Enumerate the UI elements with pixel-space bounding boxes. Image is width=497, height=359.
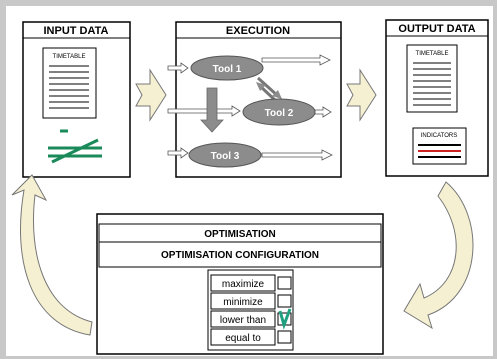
- option-label: equal to: [225, 333, 261, 344]
- option-checkbox[interactable]: [277, 294, 292, 308]
- tool-input-arrows: [167, 62, 241, 159]
- input-data-box: INPUT DATA TIMETABLE: [22, 21, 131, 178]
- output-timetable-document: TIMETABLE: [406, 44, 458, 113]
- indicators-label: INDICATORS: [421, 133, 457, 139]
- tool-3: Tool 3: [188, 142, 262, 168]
- option-label: maximize: [222, 279, 265, 290]
- execution-box: EXECUTION Tool 1 Tool 2: [167, 21, 342, 178]
- arrow-execution-to-output: [346, 68, 377, 122]
- curved-arrow-optimisation-to-input: [11, 174, 93, 336]
- option-row-equal-to: equal to: [210, 328, 292, 346]
- optimisation-config-title: OPTIMISATION CONFIGURATION: [161, 250, 319, 261]
- tool-1-label: Tool 1: [213, 64, 242, 75]
- frame-top: [0, 0, 497, 6]
- optimisation-options: maximize minimize lower than equal to: [210, 274, 292, 346]
- curved-arrow-output-to-optimisation: [403, 181, 474, 330]
- down-arrow-icon: [200, 87, 224, 133]
- output-data-box: OUTPUT DATA TIMETABLE INDICATORS: [385, 19, 489, 177]
- tool-output-arrows: [261, 54, 333, 161]
- tool-3-label: Tool 3: [211, 151, 240, 162]
- optimisation-title: OPTIMISATION: [204, 229, 275, 240]
- option-checkbox[interactable]: [277, 276, 292, 290]
- output-data-title: OUTPUT DATA: [398, 23, 475, 35]
- execution-title: EXECUTION: [226, 25, 290, 37]
- arrow-input-to-execution: [135, 68, 167, 122]
- input-timetable-document: TIMETABLE: [42, 47, 97, 119]
- checkmark-icon: [278, 308, 292, 330]
- option-checkbox[interactable]: [277, 330, 292, 344]
- tool-exchange-arrows: [256, 76, 282, 103]
- input-timetable-label: TIMETABLE: [53, 54, 86, 60]
- option-row-maximize: maximize: [210, 274, 292, 292]
- rail-tracks-icon: [48, 129, 102, 164]
- option-row-minimize: minimize: [210, 292, 292, 310]
- tool-2-label: Tool 2: [265, 108, 294, 119]
- option-label: minimize: [223, 297, 263, 308]
- option-row-lower-than: lower than: [210, 308, 292, 330]
- option-label: lower than: [220, 315, 266, 326]
- output-timetable-label: TIMETABLE: [416, 51, 449, 57]
- indicators-document: INDICATORS: [412, 127, 467, 165]
- tool-2: Tool 2: [242, 98, 316, 126]
- tool-1: Tool 1: [190, 55, 264, 81]
- frame-left: [0, 0, 6, 359]
- frame-bottom: [0, 356, 497, 359]
- frame-right: [493, 0, 497, 359]
- input-data-title: INPUT DATA: [44, 25, 109, 37]
